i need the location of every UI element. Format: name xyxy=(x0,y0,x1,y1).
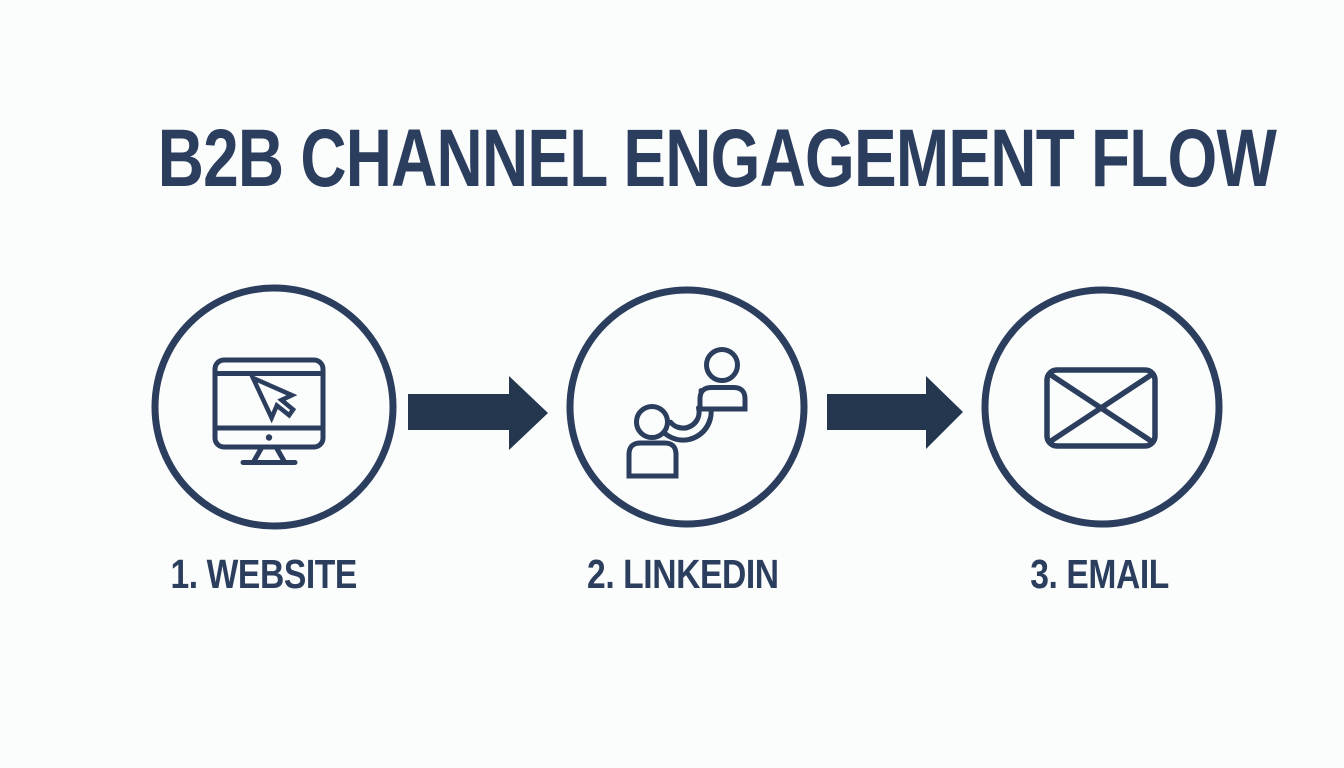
page-title-text: B2B CHANNEL ENGAGEMENT FLOW xyxy=(157,113,1277,204)
monitor-cursor-icon xyxy=(212,357,326,465)
arrow-right-icon xyxy=(827,376,963,449)
step-circle-outline xyxy=(981,286,1223,528)
cursor-arrow-icon xyxy=(248,373,298,424)
step-label-text: 1. WEBSITE xyxy=(170,551,358,597)
step-circle-email xyxy=(981,286,1223,528)
step-label-text: 3. EMAIL xyxy=(1030,551,1170,597)
page-title: B2B CHANNEL ENGAGEMENT FLOW xyxy=(0,112,1344,206)
arrow-right-icon xyxy=(408,376,548,450)
step-circle-outline xyxy=(566,286,808,528)
step-label-linkedin: 2. LINKEDIN xyxy=(483,551,883,598)
step-label-website: 1. WEBSITE xyxy=(64,551,464,598)
step-circle-linkedin xyxy=(566,286,808,528)
people-connection-icon xyxy=(626,347,748,479)
step-circle-outline xyxy=(151,284,397,530)
step-label-email: 3. EMAIL xyxy=(900,551,1300,598)
step-label-text: 2. LINKEDIN xyxy=(587,551,779,597)
envelope-icon xyxy=(1044,367,1158,449)
step-circle-website xyxy=(151,284,397,530)
